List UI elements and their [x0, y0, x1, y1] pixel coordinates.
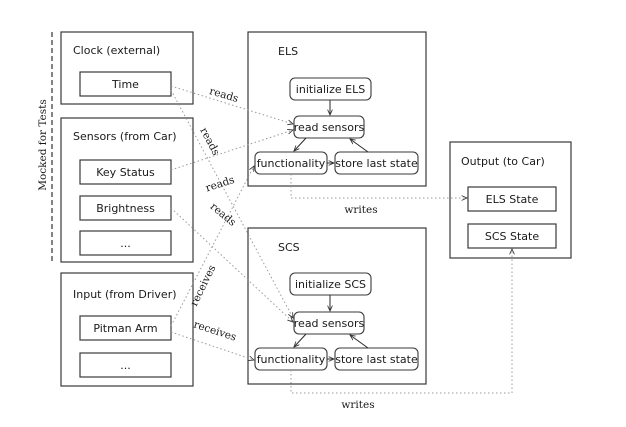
clock-reads-scs-edge	[170, 89, 293, 318]
scs-box: SCS initialize SCS read sensors function…	[247, 227, 427, 385]
els-writes-edge	[290, 174, 467, 198]
scs-store-label: store last state	[335, 353, 418, 366]
sensors-box: Sensors (from Car) Key Status Brightness…	[60, 117, 194, 263]
sensors-brightness-label: Brightness	[96, 202, 155, 215]
scs-store-node	[334, 347, 419, 371]
input-pitman-box	[79, 315, 172, 341]
clock-title: Clock (external)	[73, 44, 160, 57]
els-store-node	[334, 151, 419, 175]
output-els-state-box	[467, 186, 557, 212]
input-title: Input (from Driver)	[73, 288, 177, 301]
input-box: Input (from Driver) Pitman Arm ...	[60, 272, 194, 387]
input-pitman-label: Pitman Arm	[93, 322, 157, 335]
sensors-title: Sensors (from Car)	[73, 130, 177, 143]
edge-label-reads-scs-1: reads	[204, 174, 236, 195]
els-store-to-read-arrow	[350, 139, 369, 153]
scs-writes-edge	[290, 249, 512, 394]
sensors-brightness-box	[79, 195, 172, 221]
edge-label-receives-2: receives	[192, 319, 238, 344]
edge-label-writes-scs: writes	[341, 399, 374, 411]
sensors-key-status-label: Key Status	[96, 166, 155, 179]
input-more-label: ...	[120, 359, 131, 372]
scs-store-to-read-arrow	[350, 335, 369, 349]
els-func-label: functionality	[257, 157, 326, 170]
els-store-label: store last state	[335, 157, 418, 170]
output-scs-state-box	[467, 223, 557, 249]
els-box: ELS initialize ELS read sensors function…	[247, 31, 427, 187]
scs-init-label: initialize SCS	[295, 278, 366, 291]
edge-label-reads-els: reads	[197, 126, 221, 158]
output-box: Output (to Car) ELS State SCS State	[449, 141, 572, 259]
sensors-more-label: ...	[120, 237, 131, 250]
edge-label-reads-clock: reads	[208, 85, 240, 105]
els-read-to-func-arrow	[294, 137, 307, 151]
els-read-label: read sensors	[294, 121, 365, 134]
edge-label-writes-els: writes	[344, 204, 377, 216]
scs-read-to-func-arrow	[294, 333, 307, 347]
els-title: ELS	[278, 45, 298, 58]
scs-title: SCS	[278, 241, 300, 254]
output-scs-state-label: SCS State	[485, 230, 539, 243]
side-label: Mocked for Tests	[37, 99, 49, 191]
output-title: Output (to Car)	[461, 155, 545, 168]
sensors-reads-els-edge	[170, 130, 293, 171]
sensors-key-status-box	[79, 159, 172, 185]
scs-func-label: functionality	[257, 353, 326, 366]
scs-read-node	[293, 311, 365, 335]
els-read-node	[293, 115, 365, 139]
clock-box: Clock (external) Time	[60, 31, 194, 105]
input-receives-scs-edge	[170, 331, 254, 360]
els-init-label: initialize ELS	[296, 83, 365, 96]
scs-read-label: read sensors	[294, 317, 365, 330]
sensors-more-box	[79, 230, 172, 256]
input-more-box	[79, 352, 172, 378]
output-els-state-label: ELS State	[486, 193, 539, 206]
clock-time-label: Time	[111, 78, 139, 91]
clock-time-box	[79, 71, 172, 97]
clock-reads-els-edge	[170, 85, 293, 124]
